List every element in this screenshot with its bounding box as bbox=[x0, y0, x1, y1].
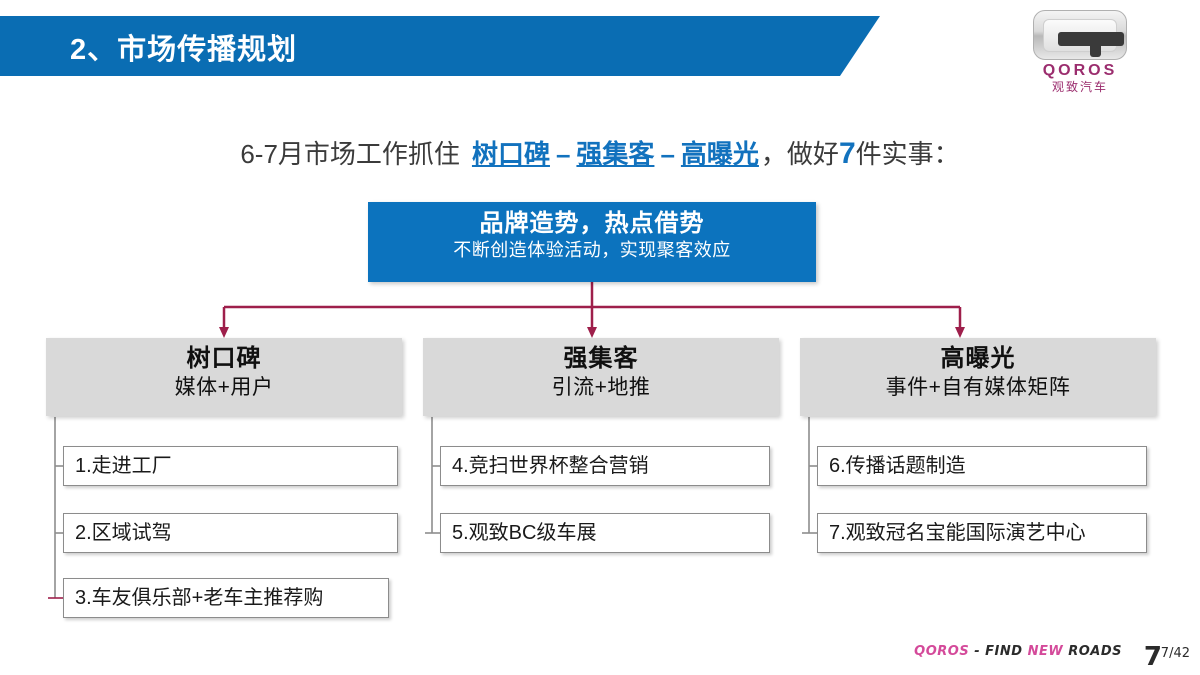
subtitle-dash-2: – bbox=[660, 139, 675, 169]
group-subtitle: 事件+自有媒体矩阵 bbox=[885, 376, 1071, 400]
subtitle-count: 7 bbox=[838, 137, 856, 170]
qoros-q-bar-icon bbox=[1058, 32, 1124, 46]
page-number: 7 bbox=[1143, 642, 1162, 672]
header-banner bbox=[0, 16, 880, 76]
group-subtitle: 引流+地推 bbox=[551, 376, 651, 400]
strategy-headline-main: 品牌造势，热点借势 bbox=[479, 210, 705, 237]
subtitle-keyword-1: 树口碑 bbox=[471, 139, 550, 169]
footer-sep: - bbox=[974, 644, 981, 659]
subtitle-lead: 6-7月市场工作抓住 bbox=[240, 139, 460, 169]
footer-roads: ROADS bbox=[1068, 644, 1122, 659]
group-box-qiangjike: 强集客 引流+地推 bbox=[423, 338, 779, 416]
page-title: 2、市场传播规划 bbox=[70, 34, 298, 66]
subtitle-tail: 件实事： bbox=[855, 139, 960, 169]
logo-wordmark: QOROS bbox=[1042, 62, 1118, 79]
list-item: 1.走进工厂 bbox=[63, 446, 398, 486]
list-item: 2.区域试驾 bbox=[63, 513, 398, 553]
subtitle-comma: ，做好 bbox=[760, 139, 839, 169]
group-box-shukoubei: 树口碑 媒体+用户 bbox=[46, 338, 402, 416]
list-item: 5.观致BC级车展 bbox=[440, 513, 770, 553]
list-item: 3.车友俱乐部+老车主推荐购 bbox=[63, 578, 389, 618]
list-item: 4.竞扫世界杯整合营销 bbox=[440, 446, 770, 486]
subtitle-keyword-2: 强集客 bbox=[576, 139, 655, 169]
qoros-logo: QOROS 观致汽车 bbox=[1015, 10, 1145, 94]
strategy-headline-box: 品牌造势，热点借势 不断创造体验活动，实现聚客效应 bbox=[368, 202, 816, 282]
qoros-badge-icon bbox=[1033, 10, 1127, 60]
footer-new: NEW bbox=[1027, 644, 1064, 659]
group-title: 强集客 bbox=[563, 345, 639, 372]
group-box-gaobaoguang: 高曝光 事件+自有媒体矩阵 bbox=[800, 338, 1156, 416]
footer-find: FIND bbox=[985, 644, 1023, 659]
logo-chinese-name: 观致汽车 bbox=[1051, 79, 1108, 94]
footer-slogan: QOROS - FIND NEW ROADS bbox=[914, 644, 1122, 659]
list-item: 7.观致冠名宝能国际演艺中心 bbox=[817, 513, 1147, 553]
list-item: 6.传播话题制造 bbox=[817, 446, 1147, 486]
group-title: 树口碑 bbox=[186, 345, 262, 372]
subtitle-keyword-3: 高曝光 bbox=[680, 139, 759, 169]
strategy-headline-sub: 不断创造体验活动，实现聚客效应 bbox=[453, 240, 731, 260]
qoros-badge-inner bbox=[1043, 19, 1124, 57]
page-total: 7/42 bbox=[1160, 646, 1190, 661]
qoros-q-tail-icon bbox=[1090, 44, 1101, 57]
group-subtitle: 媒体+用户 bbox=[174, 376, 274, 400]
footer-brand: QOROS bbox=[914, 644, 970, 659]
subtitle-line: 6-7月市场工作抓住树口碑–强集客–高曝光，做好7件实事： bbox=[0, 134, 1200, 171]
subtitle-dash-1: – bbox=[555, 139, 571, 169]
group-title: 高曝光 bbox=[940, 345, 1016, 372]
